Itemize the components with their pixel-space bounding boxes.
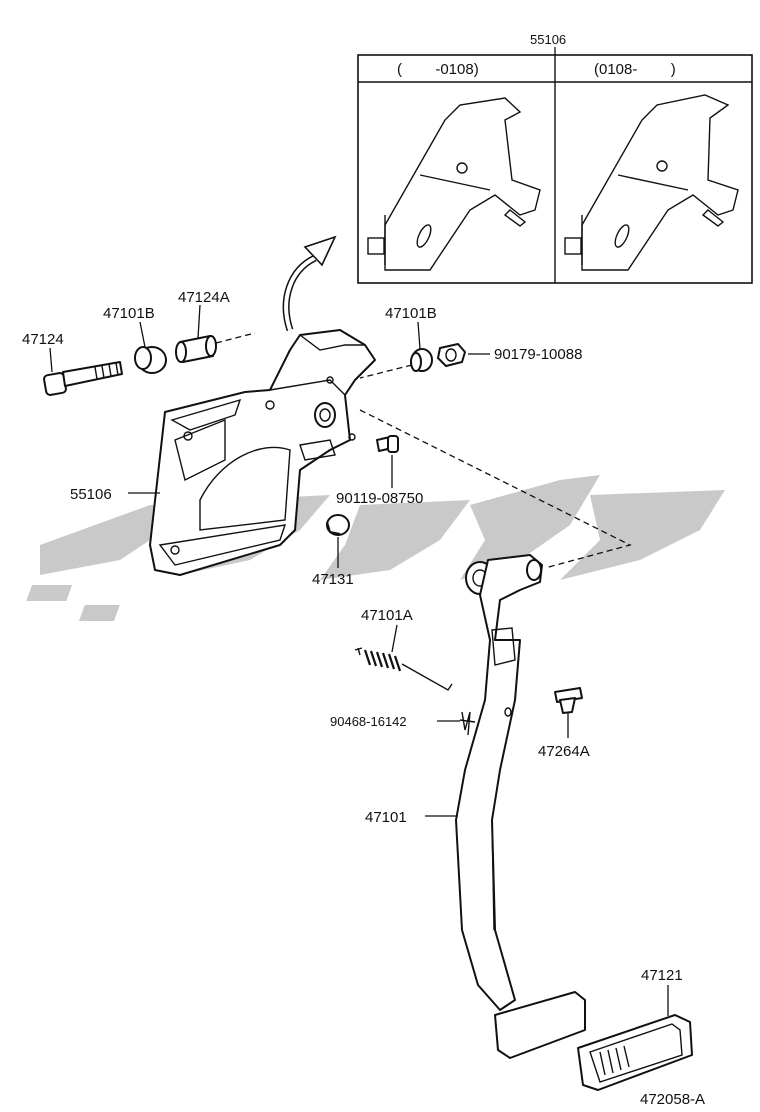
label-47131: 47131	[312, 571, 354, 588]
clip-90468-16142	[459, 711, 476, 736]
label-47101: 47101	[365, 809, 407, 826]
stopper-47131	[326, 514, 350, 536]
inset-variant-box: 55106 ( -0108) (0108- )	[357, 32, 753, 284]
label-47101b-left: 47101B	[103, 305, 155, 322]
bracket-variant-late	[564, 94, 739, 271]
bracket-variant-early	[367, 97, 541, 271]
part-labels: 47124 47101B 47124A 47101B 90179-10088 5…	[22, 289, 705, 1108]
collar-47124a	[175, 335, 217, 363]
assembly-line-left	[215, 332, 281, 406]
bolt-90119-08750	[376, 435, 399, 453]
label-47101b-right: 47101B	[385, 305, 437, 322]
leader-lines	[49, 304, 669, 1016]
return-spring-47101a	[354, 647, 453, 691]
label-47264a: 47264A	[538, 743, 590, 760]
bolt-47124	[43, 361, 123, 396]
pedal-arm-47101	[455, 554, 543, 1011]
inset-col2-header: (0108- )	[594, 61, 676, 78]
label-47121: 47121	[641, 967, 683, 984]
label-90468-16142: 90468-16142	[330, 714, 407, 729]
label-55106: 55106	[70, 486, 112, 503]
label-90119-08750: 90119-08750	[336, 490, 423, 507]
pedal-pad-cover-47121	[577, 1014, 693, 1091]
pedal-pad	[494, 991, 586, 1059]
inset-part-number: 55106	[530, 32, 566, 47]
assembly-line-pedal	[359, 409, 632, 569]
bushing-47101b-right	[410, 348, 433, 372]
label-47124a: 47124A	[178, 289, 230, 306]
pedal-bracket-55106	[149, 329, 376, 576]
bushing-47101b-left	[134, 346, 167, 374]
label-47101a: 47101A	[361, 607, 413, 624]
label-47124: 47124	[22, 331, 64, 348]
inset-col1-header: ( -0108)	[397, 61, 479, 78]
nut-90179-10088	[437, 343, 466, 367]
assembly-line-right	[359, 364, 413, 379]
bolt-47264a	[554, 687, 583, 714]
figure-code: 472058-A	[640, 1091, 705, 1108]
label-90179-10088: 90179-10088	[494, 346, 582, 363]
reference-arrow-icon	[282, 235, 337, 332]
